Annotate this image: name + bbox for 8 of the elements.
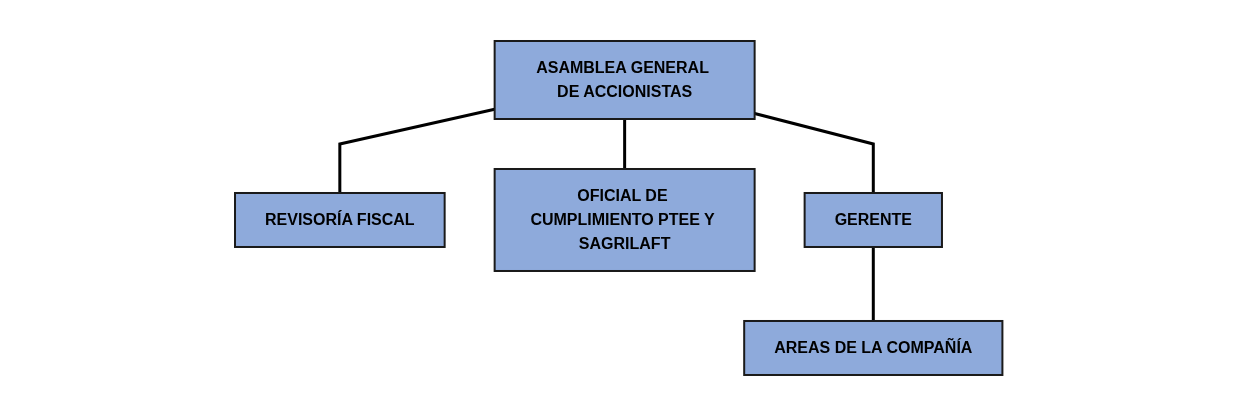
node-box: OFICIAL DE CUMPLIMIENTO PTEE Y SAGRILAFT (493, 168, 756, 272)
node-box: REVISORÍA FISCAL (234, 192, 446, 248)
node-box: GERENTE (803, 192, 944, 248)
node-box: AREAS DE LA COMPAÑÍA (743, 320, 1004, 376)
connector (754, 112, 876, 193)
connector (623, 119, 627, 169)
node-box: ASAMBLEA GENERAL DE ACCIONISTAS (493, 40, 756, 120)
connector (872, 247, 876, 321)
